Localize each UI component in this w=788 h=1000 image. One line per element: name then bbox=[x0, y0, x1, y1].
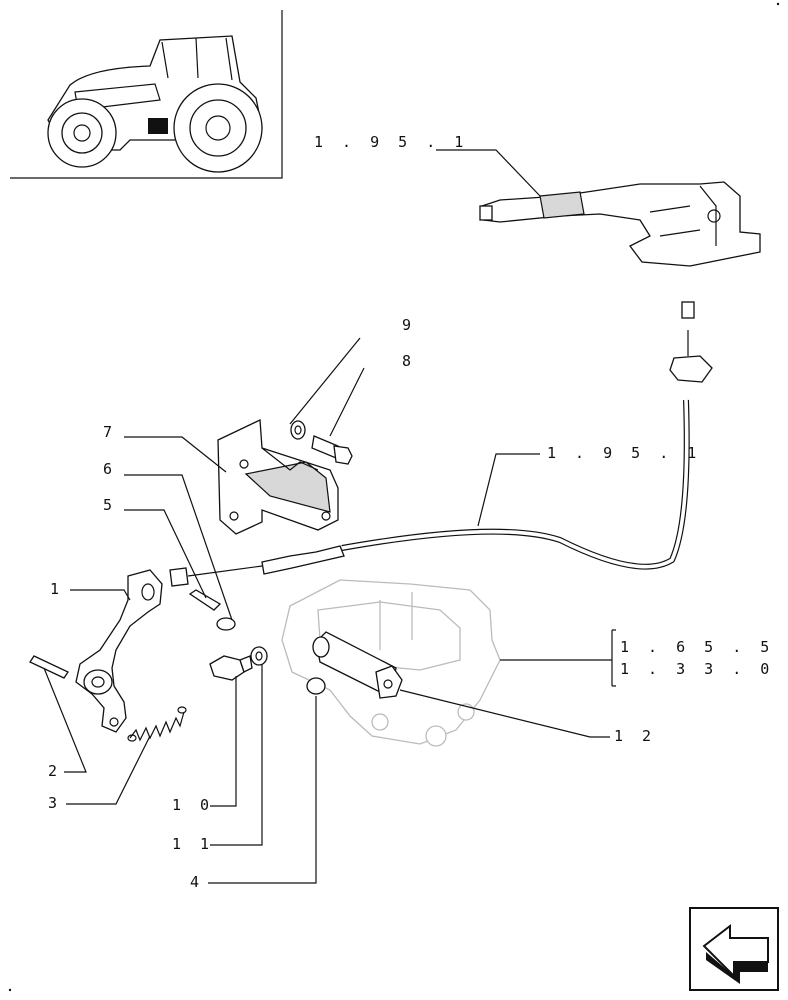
corner-dot bbox=[776, 2, 780, 6]
brake-cable bbox=[169, 301, 713, 587]
clip-6 bbox=[216, 617, 236, 631]
fitting-10 bbox=[209, 655, 253, 681]
ref-housing-b-label: 1 . 3 3 . 0 ( bbox=[620, 660, 788, 678]
callout-4: 4 bbox=[190, 873, 204, 891]
callout-9: 9 bbox=[402, 316, 416, 334]
callout-3: 3 bbox=[48, 794, 62, 812]
callout-2: 2 bbox=[48, 762, 62, 780]
callout-1: 1 bbox=[50, 580, 64, 598]
corner-dot bbox=[8, 988, 12, 992]
spring-3 bbox=[127, 706, 187, 742]
callout-12: 1 2 bbox=[614, 727, 656, 745]
transmission-housing bbox=[281, 579, 501, 747]
callout-7: 7 bbox=[103, 423, 117, 441]
arrow-back-icon bbox=[702, 923, 769, 984]
washer-9 bbox=[290, 420, 306, 440]
callout-10: 1 0 bbox=[172, 796, 214, 814]
callout-11: 1 1 bbox=[172, 835, 214, 853]
bolt-8 bbox=[311, 435, 353, 465]
callout-5: 5 bbox=[103, 496, 117, 514]
ref-housing-a-label: 1 . 6 5 . 5 ( bbox=[620, 638, 788, 656]
leader-lines bbox=[43, 149, 616, 884]
washer-11 bbox=[250, 646, 268, 666]
nav-back-button[interactable] bbox=[689, 907, 779, 991]
callout-labels: 1 . 9 5 . 1 1 . 9 5 . 1 1 . 6 5 . 5 ( 1 … bbox=[48, 133, 788, 891]
ref-cable-label: 1 . 9 5 . 1 bbox=[547, 444, 701, 462]
lever-1 bbox=[75, 569, 163, 733]
handbrake-lever bbox=[479, 181, 761, 267]
tractor-icon bbox=[47, 35, 263, 173]
pin-2 bbox=[29, 655, 69, 679]
shaft-12 bbox=[312, 631, 403, 699]
callout-8: 8 bbox=[402, 352, 416, 370]
o-ring-4 bbox=[306, 677, 326, 695]
ref-top-label: 1 . 9 5 . 1 bbox=[314, 133, 468, 151]
tractor-thumbnail bbox=[10, 10, 283, 179]
callout-6: 6 bbox=[103, 460, 117, 478]
pin-5 bbox=[188, 589, 222, 611]
bracket bbox=[217, 419, 339, 535]
